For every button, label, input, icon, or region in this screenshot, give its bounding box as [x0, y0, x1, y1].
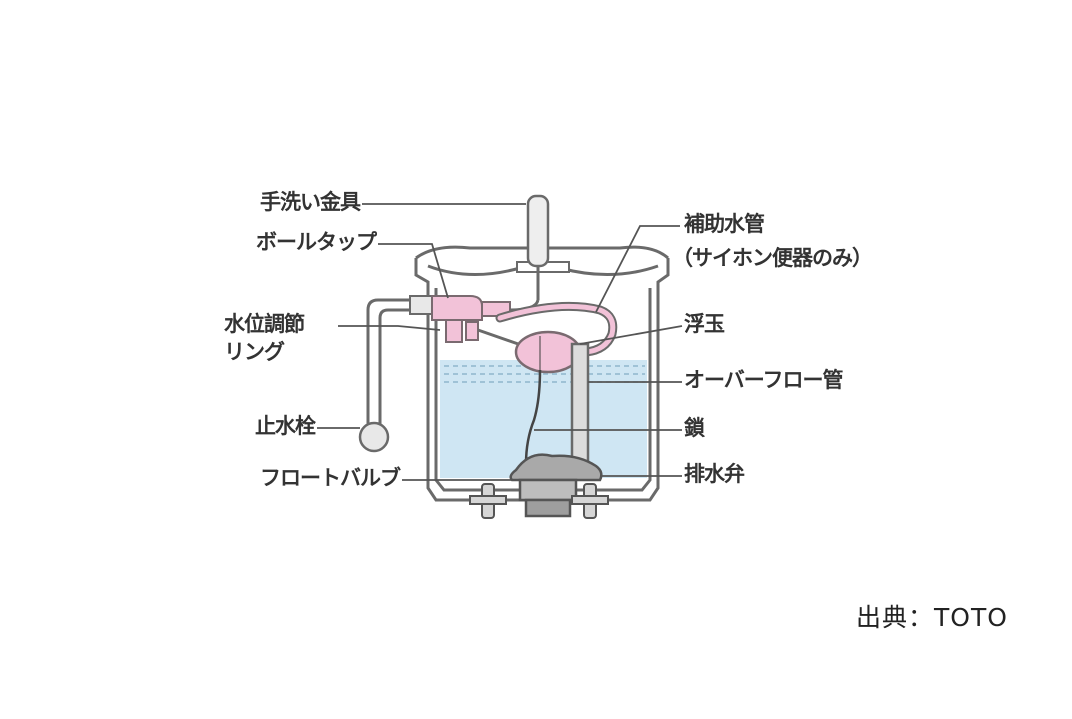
- leader-lines: [317, 203, 683, 481]
- label-water-level-ring-1: 水位調節: [224, 312, 305, 336]
- drain-outlet: [524, 498, 572, 518]
- chain: [524, 369, 542, 465]
- tank-bolts: [469, 483, 609, 519]
- hand-wash-spout: [526, 194, 550, 268]
- label-hand-wash-fitting: 手洗い金具: [260, 190, 361, 214]
- float-ball: [514, 330, 582, 374]
- supply-pipe: [366, 298, 418, 424]
- label-chain: 鎖: [684, 416, 705, 440]
- label-overflow-pipe: オーバーフロー管: [684, 368, 844, 392]
- source-credit: 出典：TOTO: [856, 603, 1008, 632]
- label-ball-tap: ボールタップ: [256, 230, 377, 254]
- float-valve: [509, 453, 603, 482]
- label-float-valve: フロートバルブ: [260, 466, 401, 490]
- label-float-ball: 浮玉: [684, 312, 725, 336]
- label-drain-valve: 排水弁: [684, 462, 745, 486]
- inlet-fitting: [409, 295, 433, 315]
- float-arm: [477, 328, 525, 348]
- drain-valve-seat: [518, 478, 578, 502]
- overflow-pipe: [570, 342, 590, 470]
- label-aux-pipe-1: 補助水管: [684, 212, 765, 236]
- aux-pipe: [497, 303, 616, 355]
- label-stop-valve: 止水栓: [255, 414, 316, 438]
- stop-valve: [358, 421, 390, 453]
- label-water-level-ring-2: リング: [224, 340, 285, 364]
- label-aux-pipe-2: （サイホン便器のみ）: [672, 246, 873, 270]
